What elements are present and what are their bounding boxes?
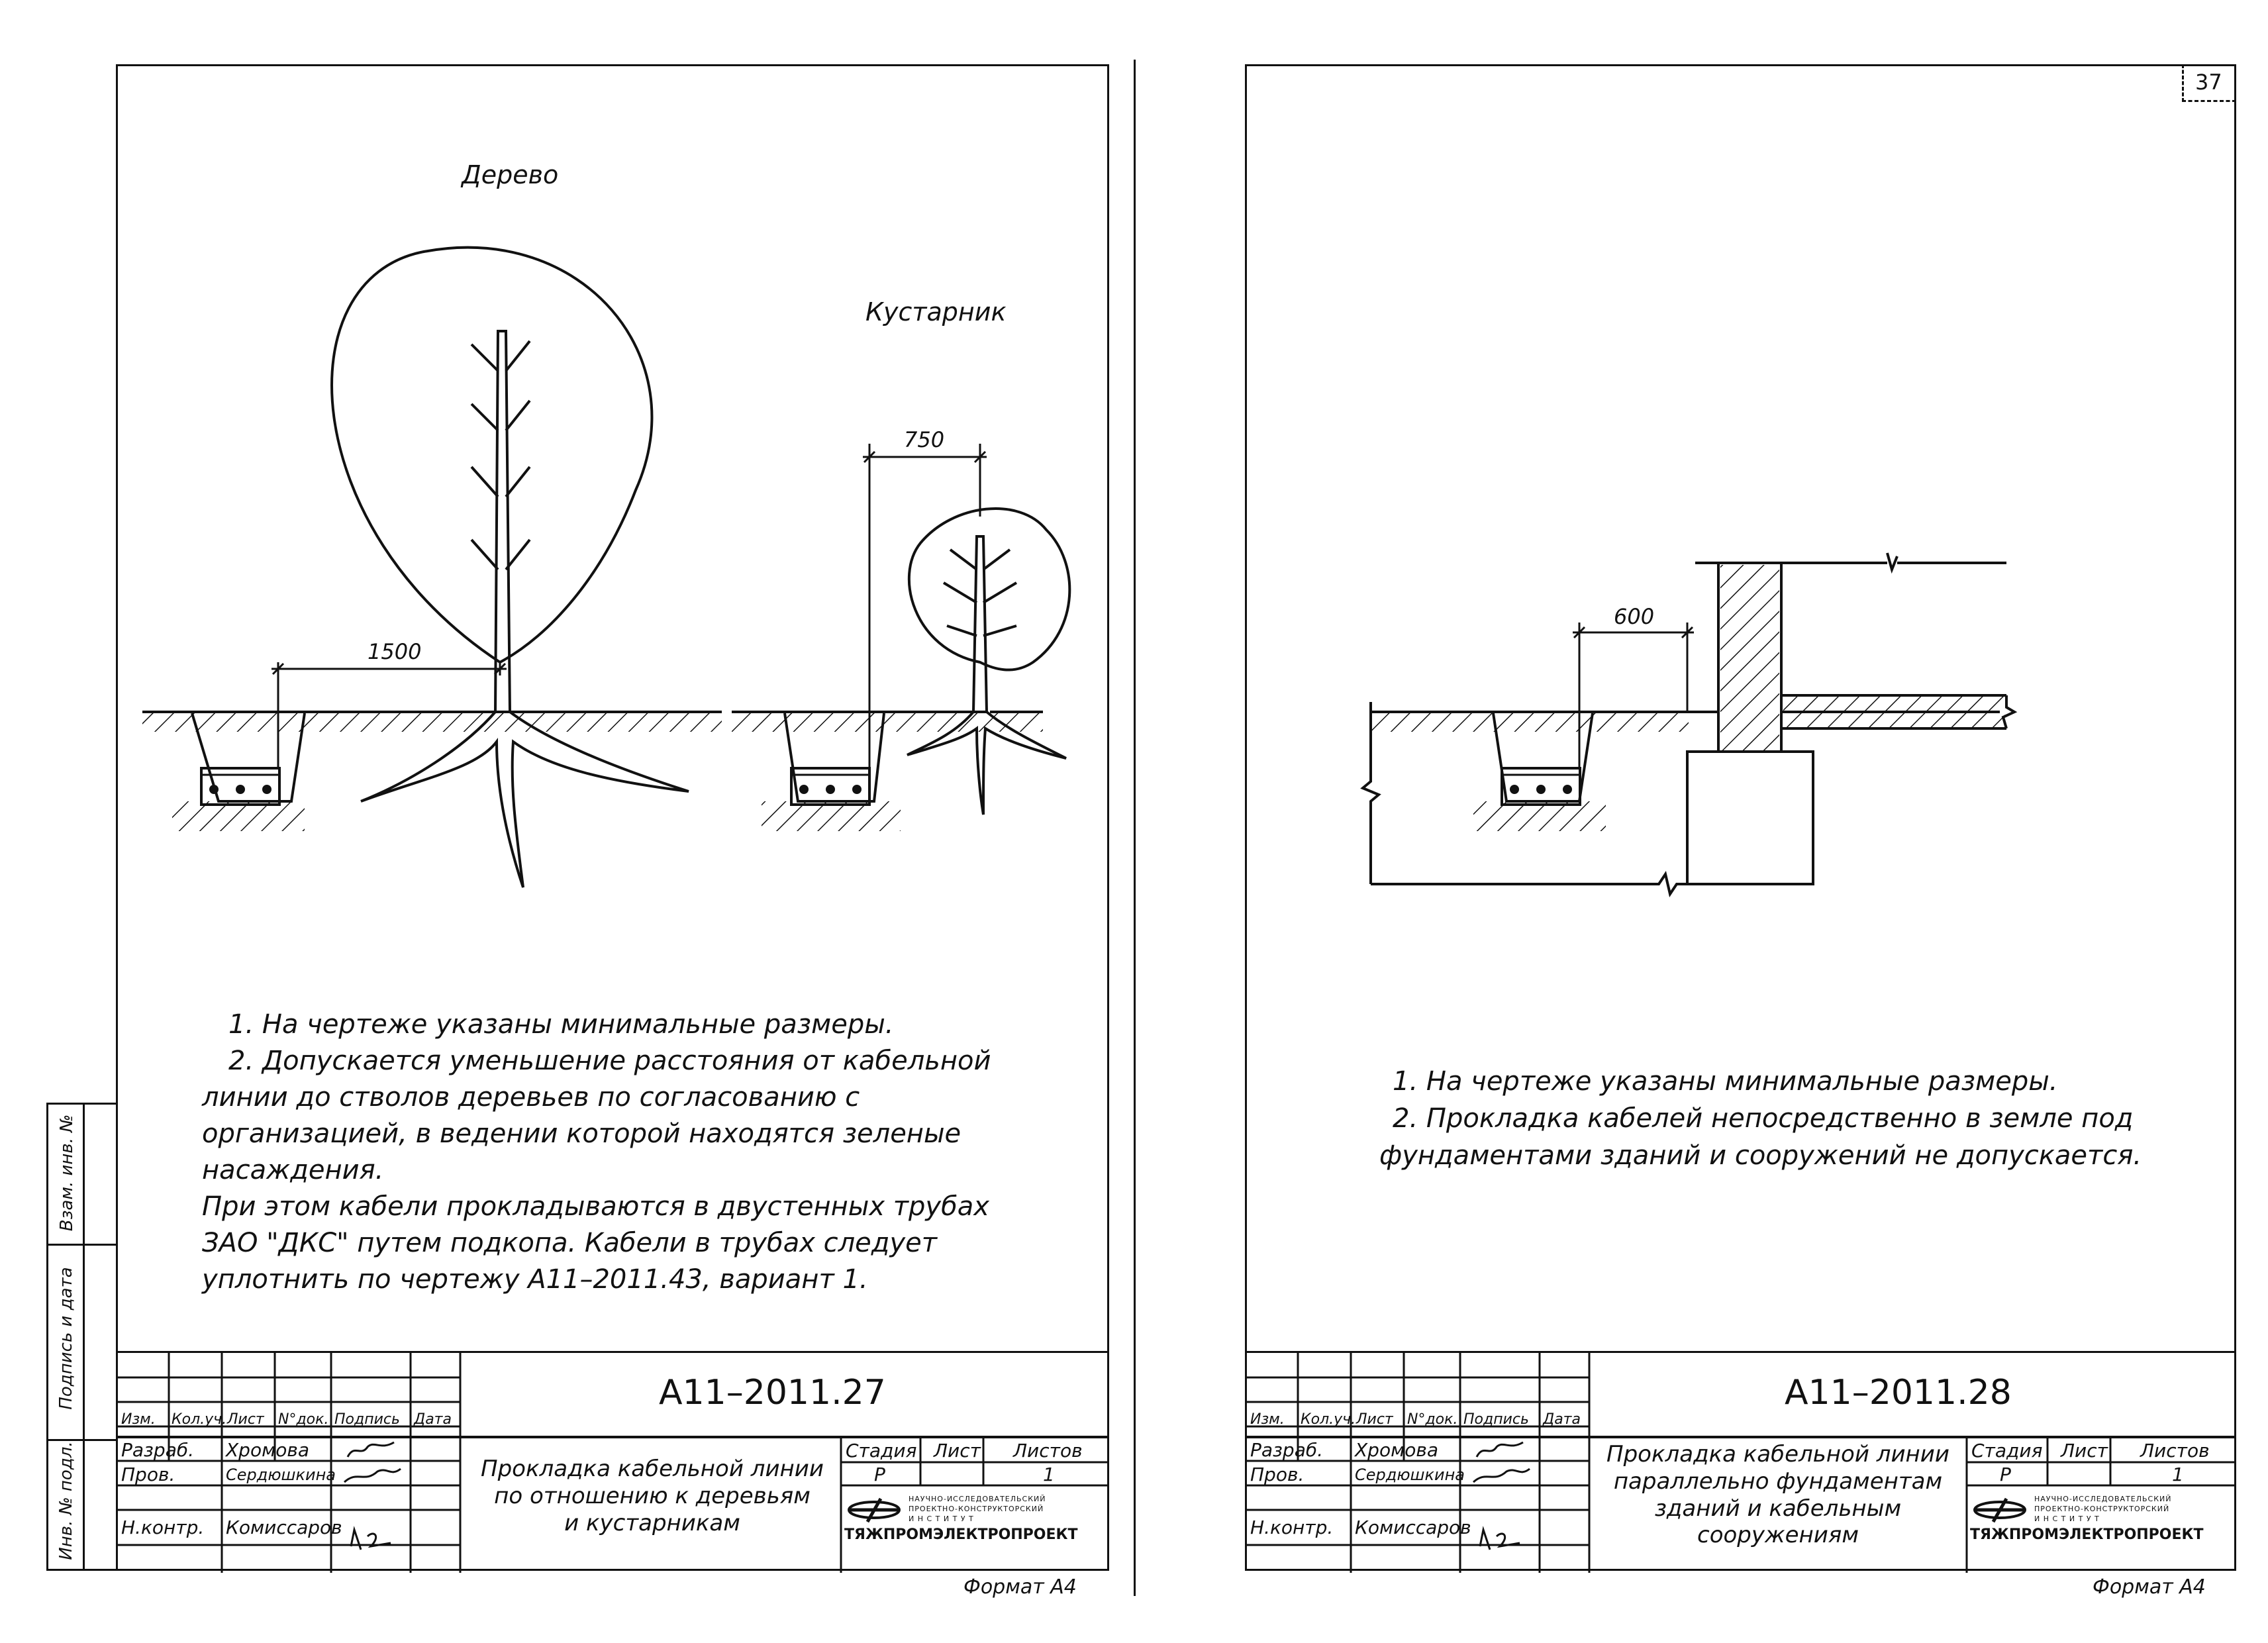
stamp-header-cell: Кол.уч. <box>1301 1411 1356 1428</box>
stamp-header-cell: N°док. <box>1407 1411 1458 1428</box>
right-note-line: 2. Прокладка кабелей непосредственно в з… <box>1393 1103 2134 1134</box>
sheet-divider <box>1134 60 1136 1596</box>
right-note-line: 1. На чертеже указаны минимальные размер… <box>1393 1066 2058 1097</box>
stamp-name: Сердюшкина <box>1355 1466 1465 1484</box>
stamp-name: Сердюшкина <box>226 1466 336 1484</box>
side-stamp-inventory-label: Инв. № подл. <box>56 1441 76 1560</box>
stamp-role: Разраб. <box>1250 1439 1324 1461</box>
left-note-line: уплотнить по чертежу А11–2011.43, вариан… <box>202 1264 868 1295</box>
stamp-header-cell: Кол.уч. <box>172 1411 227 1428</box>
left-document-code: А11–2011.27 <box>659 1373 886 1413</box>
institute-subtitle: И Н С Т И Т У Т <box>2034 1515 2100 1523</box>
left-note-line: насаждения. <box>202 1155 384 1185</box>
signature-marks <box>1472 1441 1530 1550</box>
left-side-stamp: Взам. инв. № Подпись и дата Инв. № подл. <box>46 1103 116 1571</box>
stage-header: Лист <box>2061 1440 2108 1462</box>
shrub-label: Кустарник <box>865 297 1007 326</box>
stamp-header-cell: Дата <box>414 1411 452 1428</box>
stamp-role: Н.контр. <box>1250 1517 1334 1538</box>
right-notes: 1. На чертеже указаны минимальные размер… <box>1379 1063 2142 1174</box>
stamp-role: Разраб. <box>121 1439 195 1461</box>
stage-header: Листов <box>1013 1440 1083 1462</box>
institute-subtitle: ПРОЕКТНО-КОНСТРУКТОРСКИЙ <box>909 1505 1044 1513</box>
sheets-total-value: 1 <box>2172 1464 2184 1485</box>
stage-header: Лист <box>934 1440 981 1462</box>
stamp-header-cell: Лист <box>227 1411 264 1428</box>
institute-name: ТЯЖПРОМЭЛЕКТРОПРОЕКТ <box>1970 1526 2204 1543</box>
stamp-name: Хромова <box>226 1439 309 1461</box>
left-note-line: линии до стволов деревьев по согласовани… <box>202 1082 860 1113</box>
shrub-distance-dimension: 750 <box>904 427 945 452</box>
left-note-line: организацией, в ведении которой находятс… <box>202 1119 961 1149</box>
left-format-label: Формат А4 <box>963 1575 1077 1599</box>
stage-header: Стадия <box>1971 1440 2043 1462</box>
left-note-line: 1. На чертеже указаны минимальные размер… <box>228 1009 894 1040</box>
left-title-block: А11–2011.27 Изм. Кол.уч. Лист N°док. Под… <box>116 1351 1109 1573</box>
stamp-name: Хромова <box>1355 1439 1438 1461</box>
stamp-header-cell: Изм. <box>1250 1411 1285 1428</box>
stamp-name: Комиссаров <box>1355 1517 1471 1538</box>
right-note-line: фундаментами зданий и сооружений не допу… <box>1379 1140 2142 1171</box>
stamp-header-cell: Подпись <box>334 1411 400 1428</box>
stamp-name: Комиссаров <box>226 1517 342 1538</box>
foundation-distance-dimension: 600 <box>1614 604 1655 629</box>
left-drawing-sheet <box>116 64 1109 1571</box>
institute-subtitle: ПРОЕКТНО-КОНСТРУКТОРСКИЙ <box>2034 1505 2170 1513</box>
stamp-header-cell: N°док. <box>278 1411 329 1428</box>
right-title-grid <box>1245 1353 2236 1573</box>
right-document-title: Прокладка кабельной линии параллельно фу… <box>1606 1441 1949 1549</box>
right-drawing-sheet <box>1245 64 2236 1571</box>
institute-subtitle: И Н С Т И Т У Т <box>909 1515 974 1523</box>
left-note-line: При этом кабели прокладываются в двустен… <box>202 1191 989 1222</box>
institute-name: ТЯЖПРОМЭЛЕКТРОПРОЕКТ <box>844 1526 1078 1543</box>
institute-logo-icon <box>1973 1497 2026 1523</box>
stage-header: Листов <box>2140 1440 2210 1462</box>
stamp-role: Пров. <box>121 1464 175 1485</box>
tree-label: Дерево <box>462 160 559 189</box>
side-stamp-signature-label: Подпись и дата <box>56 1267 76 1410</box>
stamp-role: Пров. <box>1250 1464 1305 1485</box>
stamp-header-cell: Дата <box>1543 1411 1581 1428</box>
sheets-total-value: 1 <box>1043 1464 1055 1485</box>
stage-value: Р <box>2000 1464 2011 1485</box>
stage-header: Стадия <box>846 1440 917 1462</box>
tree-distance-dimension: 1500 <box>368 639 422 664</box>
institute-logo-icon <box>848 1497 901 1523</box>
stage-value: Р <box>874 1464 885 1485</box>
side-stamp-replacement-label: Взам. инв. № <box>57 1114 77 1232</box>
page-number-box <box>2182 64 2236 102</box>
stamp-header-cell: Изм. <box>121 1411 156 1428</box>
signature-marks <box>343 1441 401 1550</box>
stamp-role: Н.контр. <box>121 1517 205 1538</box>
right-format-label: Формат А4 <box>2093 1575 2206 1599</box>
right-document-code: А11–2011.28 <box>1785 1373 2012 1413</box>
left-document-title: Прокладка кабельной линии по отношению к… <box>481 1456 824 1536</box>
right-title-block: А11–2011.28 Изм. Кол.уч. Лист N°док. Под… <box>1245 1351 2236 1573</box>
left-notes: 1. На чертеже указаны минимальные размер… <box>202 1007 991 1298</box>
left-title-grid <box>116 1353 1109 1573</box>
left-note-line: 2. Допускается уменьшение расстояния от … <box>228 1046 991 1076</box>
page-number: 37 <box>2195 70 2222 95</box>
stamp-header-cell: Подпись <box>1463 1411 1529 1428</box>
institute-subtitle: НАУЧНО-ИССЛЕДОВАТЕЛЬСКИЙ <box>909 1495 1046 1503</box>
stamp-header-cell: Лист <box>1356 1411 1393 1428</box>
institute-subtitle: НАУЧНО-ИССЛЕДОВАТЕЛЬСКИЙ <box>2034 1495 2172 1503</box>
left-note-line: ЗАО "ДКС" путем подкопа. Кабели в трубах… <box>202 1228 938 1258</box>
